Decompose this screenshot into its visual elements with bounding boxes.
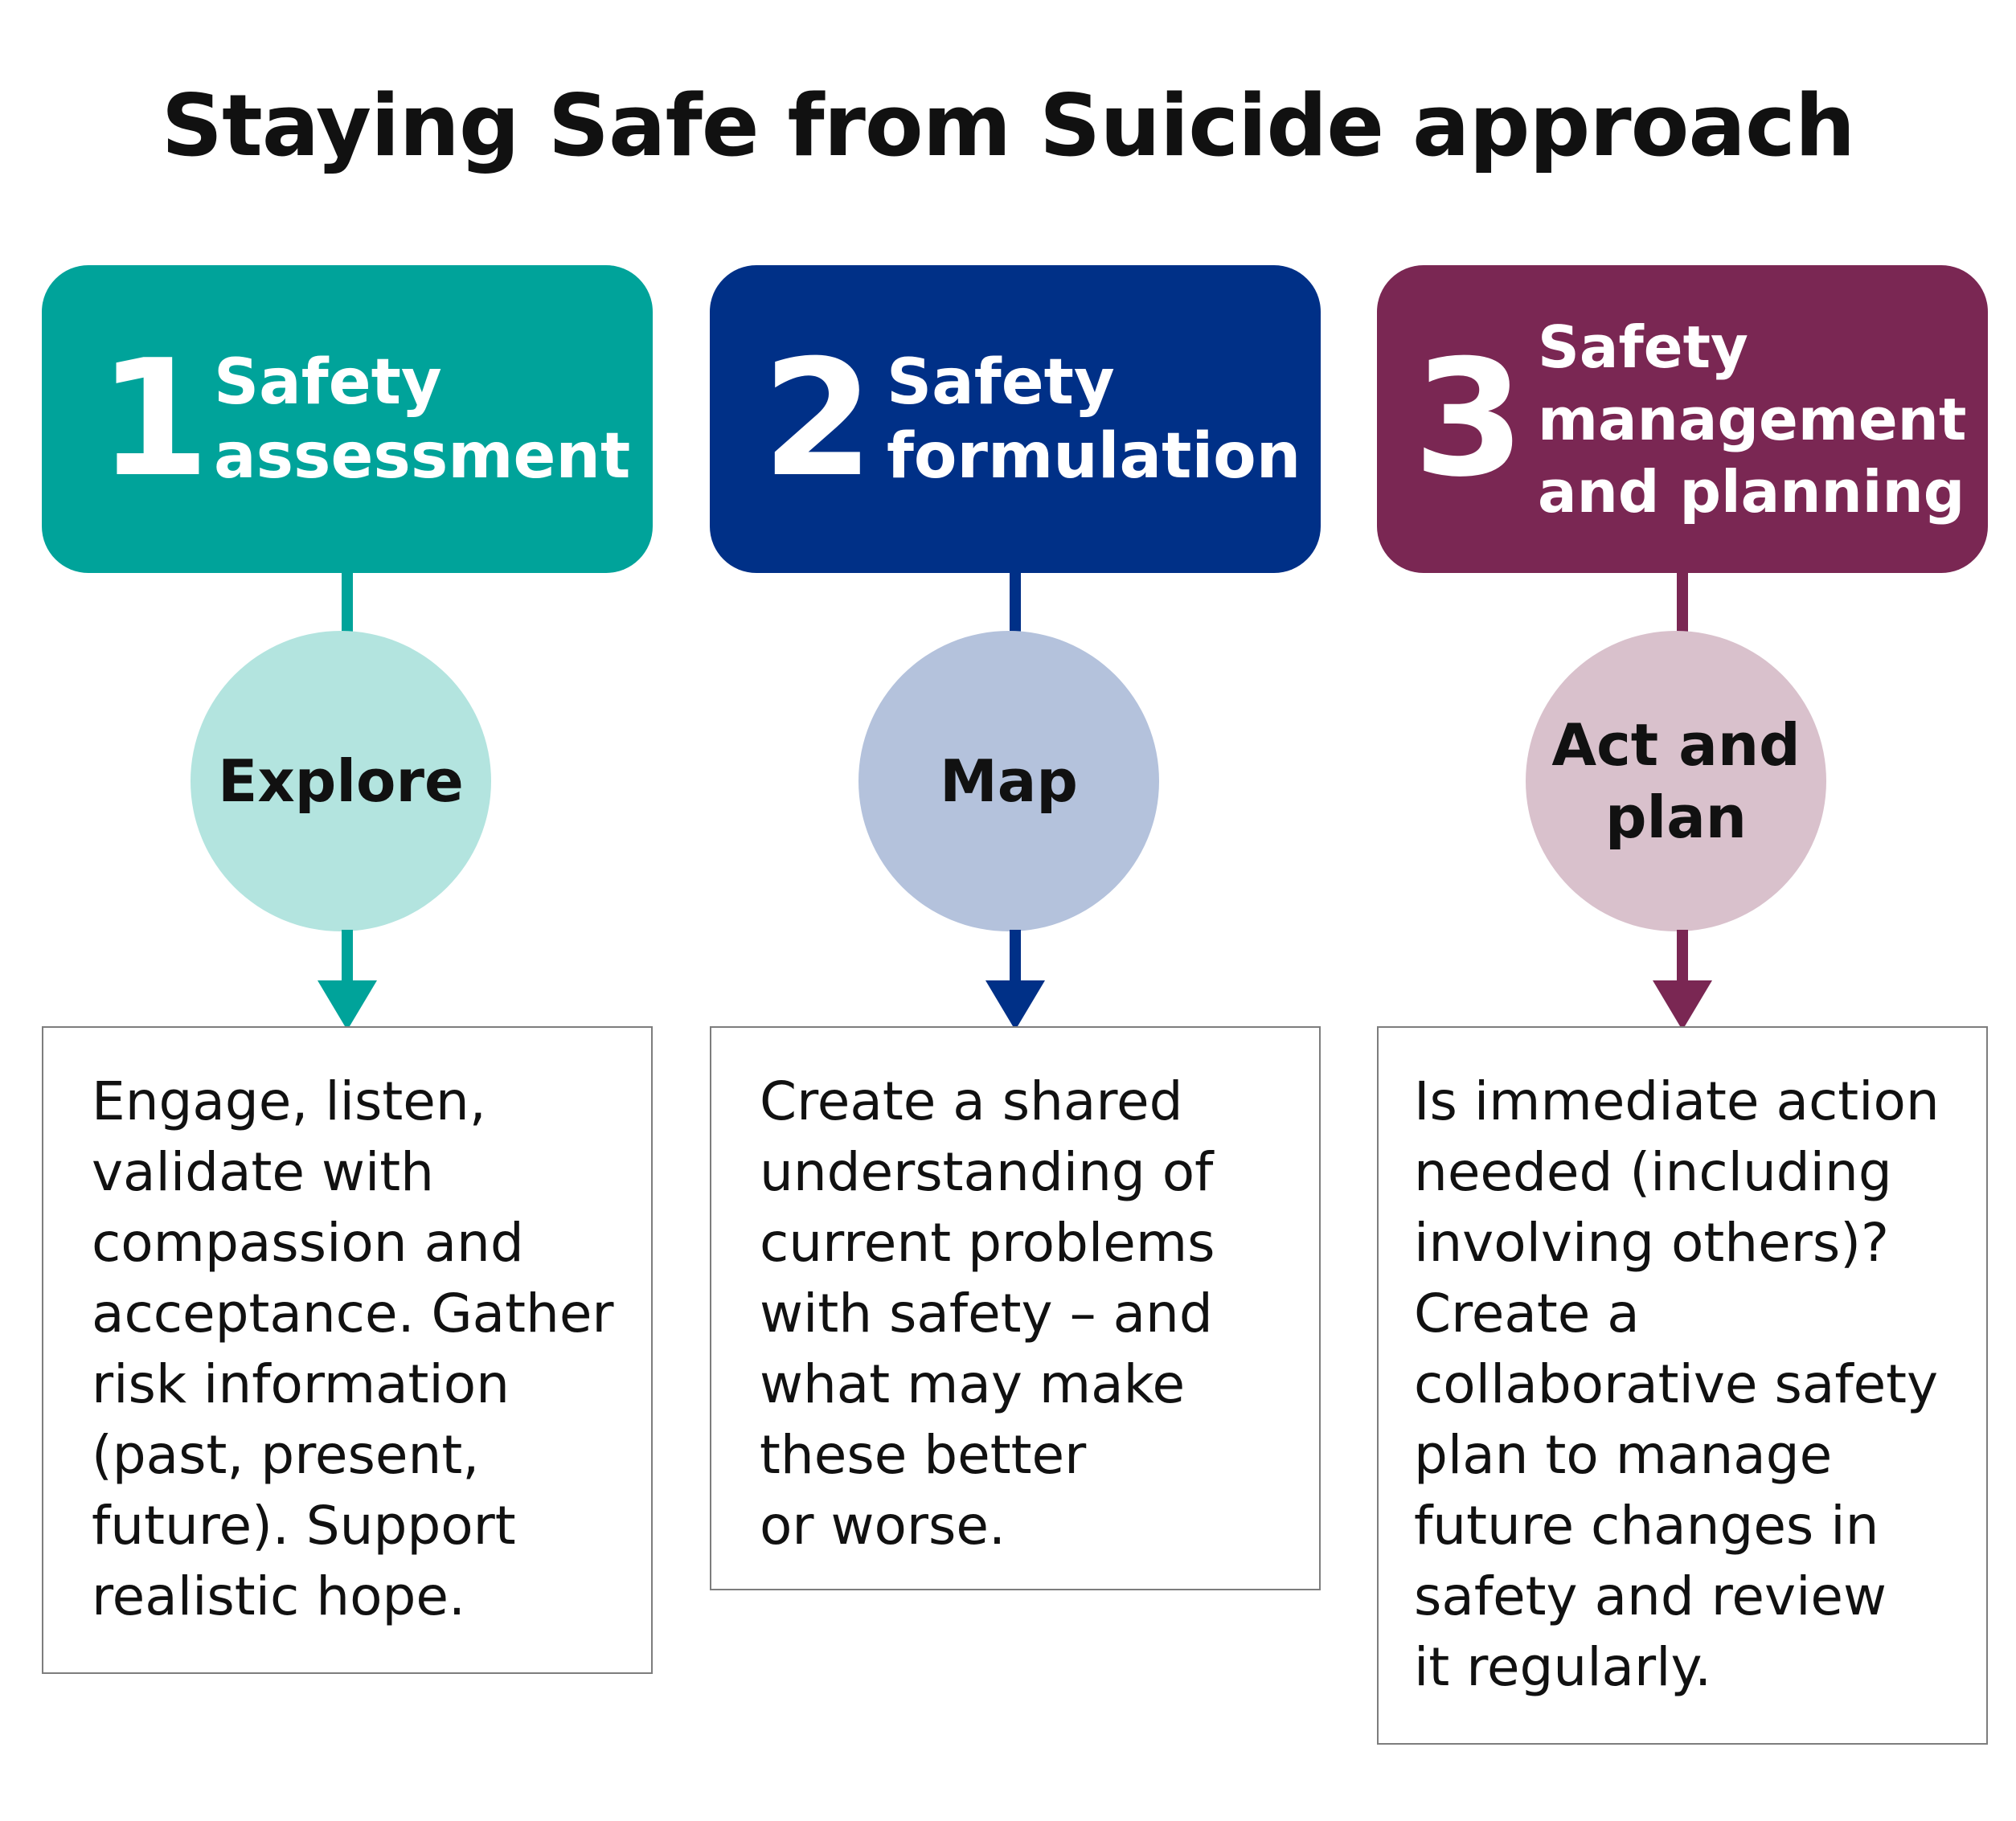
step-1-column: 1 Safety assessment Explore Engage, list… <box>42 0 653 1821</box>
description-line: current problems <box>760 1212 1215 1274</box>
step-3-connector-line <box>1677 573 1688 636</box>
step-2-arrow-line <box>1010 930 1021 989</box>
step-3-header: 3 Safety management and planning <box>1377 265 1988 573</box>
arrow-down-icon <box>985 980 1045 1030</box>
step-3-column: 3 Safety management and planning Act and… <box>1377 0 1988 1821</box>
description-line: or worse. <box>760 1495 1006 1557</box>
step-2-header: 2 Safety formulation <box>710 265 1321 573</box>
description-line: Engage, listen, <box>92 1070 486 1132</box>
step-3-heading: Safety management and planning <box>1538 265 1966 573</box>
step-1-heading-line: Safety <box>214 346 442 419</box>
step-2-action-circle: Map <box>858 631 1159 931</box>
step-3-heading-line: Safety <box>1538 313 1748 381</box>
step-1-arrow-line <box>342 930 353 989</box>
step-3-number: 3 <box>1413 325 1526 513</box>
arrow-down-icon <box>1653 980 1712 1030</box>
step-2-connector-line <box>1010 573 1021 636</box>
description-line: what may make <box>760 1353 1186 1415</box>
description-line: acceptance. Gather <box>92 1283 614 1344</box>
description-line: with safety – and <box>760 1283 1213 1344</box>
step-1-action-circle: Explore <box>191 631 491 931</box>
step-1-description: Engage, listen, validate with compassion… <box>42 1026 653 1674</box>
step-1-heading: Safety assessment <box>214 265 630 573</box>
description-line: needed (including <box>1414 1141 1892 1203</box>
step-1-header: 1 Safety assessment <box>42 265 653 573</box>
step-1-number: 1 <box>98 325 211 513</box>
description-line: collaborative safety <box>1414 1353 1939 1415</box>
description-line: Create a shared <box>760 1070 1183 1132</box>
description-line: future changes in <box>1414 1495 1879 1557</box>
step-2-heading-line: Safety <box>887 346 1115 419</box>
description-line: Create a <box>1414 1283 1640 1344</box>
description-line: safety and review <box>1414 1565 1887 1627</box>
step-2-action-label: Map <box>940 747 1078 815</box>
step-1-action-label: Explore <box>218 747 464 815</box>
step-3-description: Is immediate action needed (including in… <box>1377 1026 1988 1745</box>
description-line: future). Support <box>92 1495 516 1557</box>
step-2-number: 2 <box>762 325 875 513</box>
description-line: (past, present, <box>92 1424 480 1486</box>
description-line: involving others)? <box>1414 1212 1890 1274</box>
description-line: these better <box>760 1424 1087 1486</box>
arrow-down-icon <box>318 980 377 1030</box>
step-1-heading-line: assessment <box>214 419 631 493</box>
description-line: it regularly. <box>1414 1636 1712 1698</box>
description-line: plan to manage <box>1414 1424 1833 1486</box>
description-line: risk information <box>92 1353 510 1415</box>
page-title: Staying Safe from Suicide approach <box>161 76 1856 175</box>
step-3-action-circle: Act and plan <box>1526 631 1826 931</box>
step-3-heading-line: management <box>1538 385 1967 453</box>
step-2-heading-line: formulation <box>887 419 1301 493</box>
step-2-column: 2 Safety formulation Map Create a shared… <box>710 0 1321 1821</box>
step-3-action-label: Act and <box>1551 711 1801 779</box>
description-line: Is immediate action <box>1414 1070 1940 1132</box>
step-3-action-label: plan <box>1604 784 1748 851</box>
step-3-arrow-line <box>1677 930 1688 989</box>
description-line: compassion and <box>92 1212 524 1274</box>
description-line: understanding of <box>760 1141 1214 1203</box>
description-line: realistic hope. <box>92 1565 465 1627</box>
step-2-description: Create a shared understanding of current… <box>710 1026 1321 1590</box>
step-1-connector-line <box>342 573 353 636</box>
step-3-heading-line: and planning <box>1538 457 1965 526</box>
description-line: validate with <box>92 1141 435 1203</box>
step-2-heading: Safety formulation <box>887 265 1301 573</box>
